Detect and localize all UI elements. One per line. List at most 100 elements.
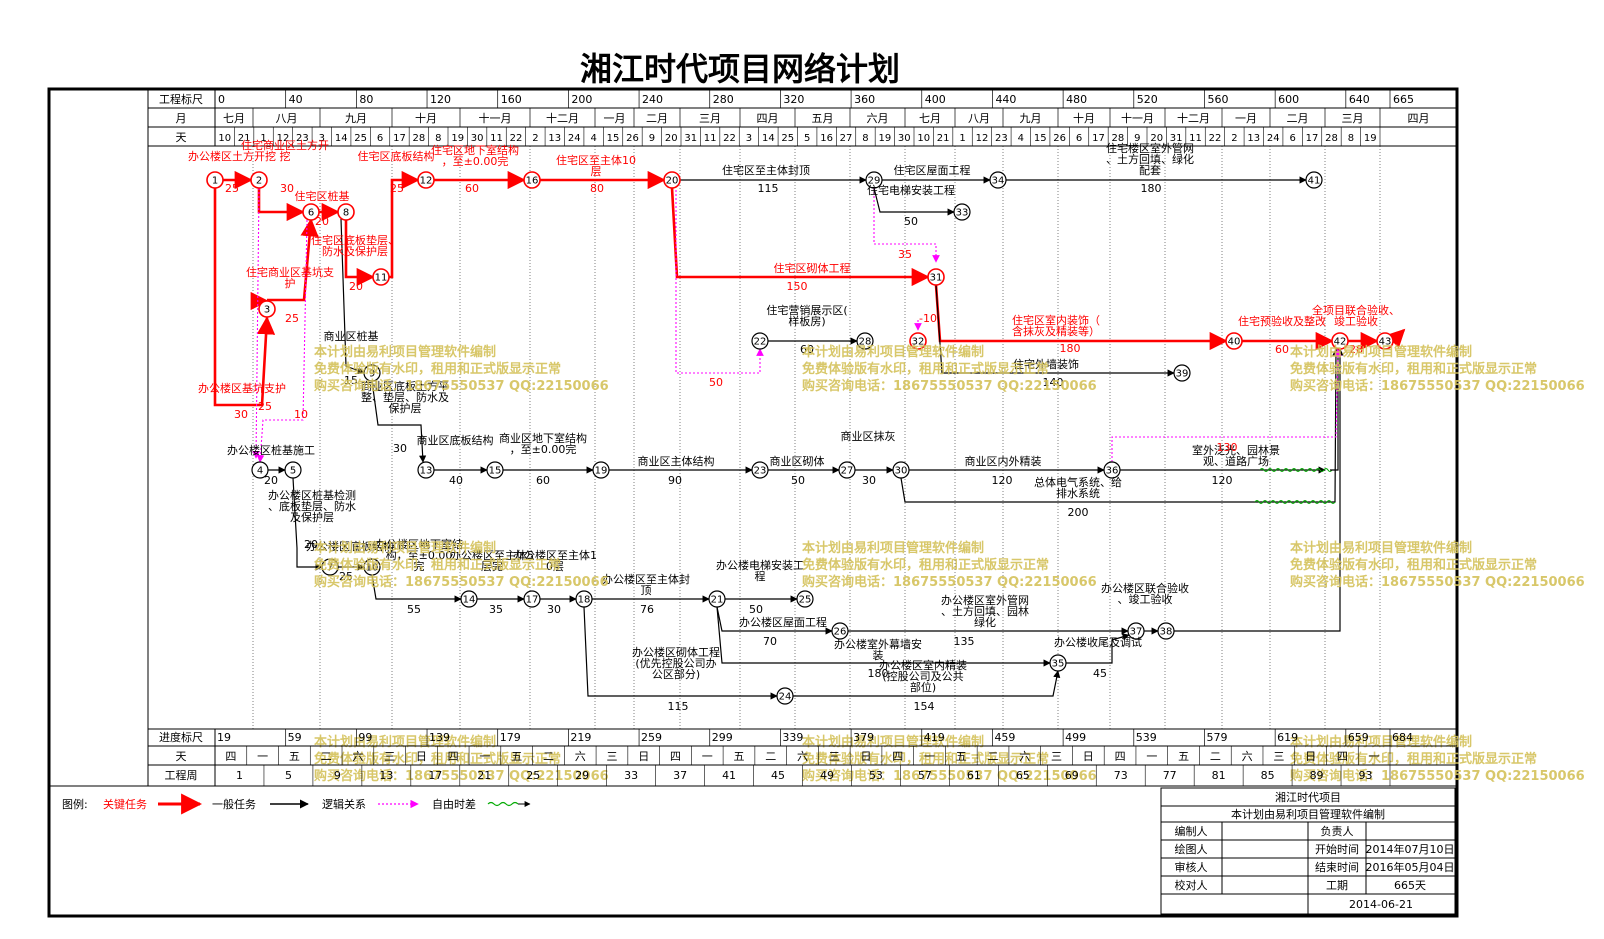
- node-41[interactable]: 41: [1305, 171, 1323, 189]
- node-3[interactable]: 3: [258, 300, 276, 318]
- node-38[interactable]: 38: [1157, 622, 1175, 640]
- node-6[interactable]: 6: [302, 203, 320, 221]
- node-12[interactable]: 12: [417, 171, 435, 189]
- node-31[interactable]: 31: [927, 268, 945, 286]
- float-6-4[interactable]: [256, 219, 308, 463]
- node-35[interactable]: 35: [1049, 654, 1067, 672]
- arrow-9-13[interactable]: [371, 380, 427, 463]
- node-7[interactable]: 7: [321, 558, 339, 576]
- node-4[interactable]: 4: [251, 461, 269, 479]
- node-16[interactable]: 16: [523, 171, 541, 189]
- float-29-31[interactable]: [873, 188, 940, 263]
- arrow-35-37[interactable]: [1066, 633, 1130, 664]
- node-34[interactable]: 34: [989, 171, 1007, 189]
- node-19[interactable]: 19: [592, 461, 610, 479]
- node-26[interactable]: 26: [831, 622, 849, 640]
- task-42[interactable]: 办公楼区室内精装(控股公司及公共部位)154: [879, 658, 967, 713]
- arrow-2-6[interactable]: [257, 188, 305, 222]
- node-32[interactable]: 32: [909, 332, 927, 350]
- node-42[interactable]: 42: [1331, 332, 1349, 350]
- node-43[interactable]: 43: [1376, 332, 1394, 350]
- task-44[interactable]: 办公楼区联合验收、竣工验收: [1101, 581, 1189, 606]
- node-13[interactable]: 13: [417, 461, 435, 479]
- node-1[interactable]: 1: [206, 171, 224, 189]
- node-8[interactable]: 8: [337, 203, 355, 221]
- node-27[interactable]: 27: [838, 461, 856, 479]
- node-18[interactable]: 18: [575, 590, 593, 608]
- node-14[interactable]: 14: [460, 590, 478, 608]
- float-36-42[interactable]: [1111, 348, 1342, 462]
- task-11[interactable]: 住宅区室内装饰（含抹灰及精装等）180: [1012, 313, 1100, 355]
- node-37[interactable]: 37: [1127, 622, 1145, 640]
- node-25[interactable]: 25: [796, 590, 814, 608]
- arrow-3-6[interactable]: [267, 218, 319, 302]
- task-18[interactable]: 住宅营销展示区(样板房)60: [766, 303, 847, 356]
- arrow-30-42[interactable]: [900, 348, 1340, 503]
- node-39[interactable]: 39: [1173, 364, 1191, 382]
- node-22[interactable]: 22: [751, 332, 769, 350]
- node-36[interactable]: 36: [1103, 461, 1121, 479]
- arrow-21-35[interactable]: [716, 606, 1051, 667]
- node-10[interactable]: 10: [363, 558, 381, 576]
- arrow-29-33[interactable]: [873, 187, 955, 216]
- task-41[interactable]: 办公楼区砌体工程(优先控股公司办公区部分)115: [632, 645, 720, 713]
- node-20[interactable]: 20: [663, 171, 681, 189]
- float-2-4[interactable]: [252, 187, 260, 459]
- node-33[interactable]: 33: [953, 203, 971, 221]
- node-24[interactable]: 24: [776, 687, 794, 705]
- node-17[interactable]: 17: [523, 590, 541, 608]
- node-9[interactable]: 9: [363, 364, 381, 382]
- node-2[interactable]: 2: [250, 171, 268, 189]
- node-23[interactable]: 23: [751, 461, 769, 479]
- arrow-20-31[interactable]: [670, 187, 930, 287]
- arrow-8-9[interactable]: [340, 218, 365, 375]
- arrow-31-39[interactable]: [935, 284, 1175, 377]
- task-15[interactable]: 住宅区屋面工程: [894, 163, 971, 177]
- arrow-43-end[interactable]: [1385, 328, 1406, 349]
- arrow-38-42[interactable]: [1174, 348, 1344, 632]
- arrow-36-42[interactable]: [1330, 348, 1342, 471]
- arrow-10-14[interactable]: [371, 574, 462, 603]
- node-30[interactable]: 30: [892, 461, 910, 479]
- node-40[interactable]: 40: [1225, 332, 1243, 350]
- arrow-18-24[interactable]: [583, 606, 778, 700]
- float-20-22[interactable]: [675, 190, 764, 374]
- arrow-5-7[interactable]: [292, 477, 323, 571]
- node-28[interactable]: 28: [856, 332, 874, 350]
- node-15[interactable]: 15: [486, 461, 504, 479]
- arrow-24-35[interactable]: [793, 670, 1061, 697]
- node-11[interactable]: 11: [372, 268, 390, 286]
